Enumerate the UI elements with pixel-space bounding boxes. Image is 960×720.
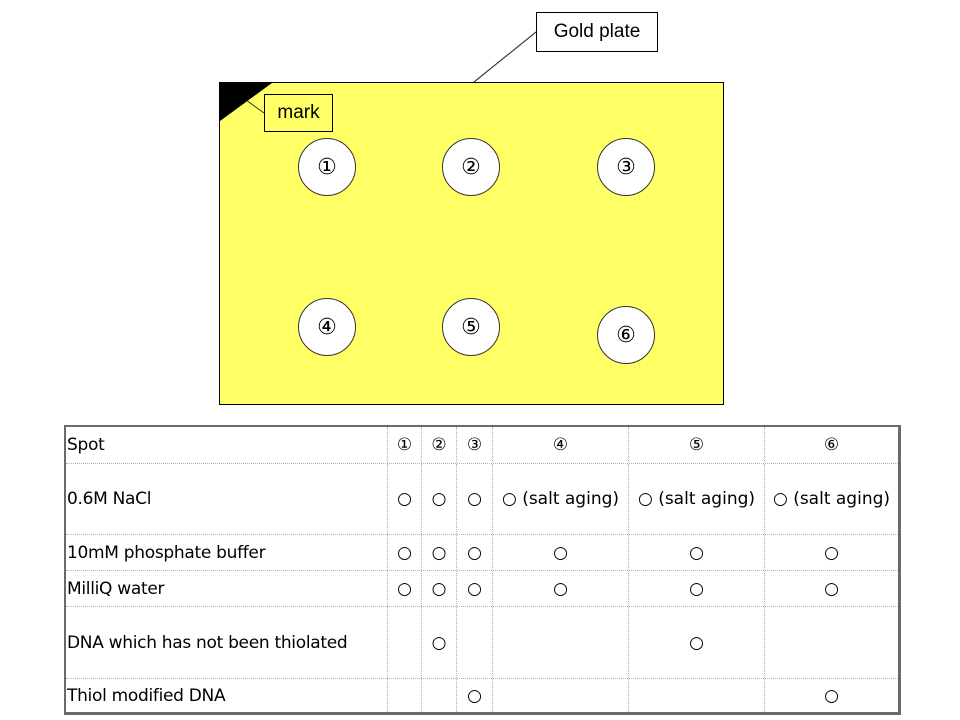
table-cell — [388, 607, 422, 678]
table-cell: ○ — [457, 535, 493, 570]
header-spot-1: ① — [388, 427, 422, 463]
table-row: 0.6M NaCl ○ ○ ○ ○ (salt aging) ○ (salt a… — [66, 464, 898, 535]
header-label: Spot — [66, 427, 388, 463]
table-cell: ○ — [388, 535, 422, 570]
table-cell: ○ — [629, 571, 765, 606]
spot-3: ③ — [597, 138, 655, 196]
spot-1: ① — [298, 138, 356, 196]
table-cell: ○ (salt aging) — [772, 489, 891, 509]
table-cell — [388, 679, 422, 712]
table-row: DNA which has not been thiolated ○ ○ — [66, 607, 898, 679]
table-row: Thiol modified DNA ○ ○ — [66, 679, 898, 712]
table-cell: ○ — [824, 578, 839, 599]
row-label: 10mM phosphate buffer — [66, 535, 388, 570]
header-spot-4: ④ — [493, 427, 629, 463]
table-cell — [629, 679, 765, 712]
table-cell: ○ — [493, 571, 629, 606]
header-spot-3: ③ — [457, 427, 493, 463]
table-cell: ○ — [422, 571, 457, 606]
header-spot-5: ⑤ — [629, 427, 765, 463]
table-cell: ○ — [457, 464, 493, 534]
conditions-table: Spot ① ② ③ ④ ⑤ ⑥ 0.6M NaCl ○ ○ ○ ○ (salt… — [64, 425, 901, 715]
mark-triangle — [220, 83, 272, 121]
table-cell: ○ — [824, 542, 839, 563]
header-spot-6: ⑥ — [823, 435, 840, 455]
table-cell — [765, 607, 898, 678]
table-row: 10mM phosphate buffer ○ ○ ○ ○ ○ ○ — [66, 535, 898, 571]
table-cell: ○ — [422, 607, 457, 678]
gold-plate-label: Gold plate — [536, 12, 658, 52]
mark-label: mark — [264, 94, 333, 132]
table-cell: ○ — [422, 464, 457, 534]
spot-5: ⑤ — [442, 298, 500, 356]
row-label: MilliQ water — [66, 571, 388, 606]
table-cell: ○ — [388, 571, 422, 606]
table-cell: ○ — [493, 535, 629, 570]
table-cell — [457, 607, 493, 678]
spot-4: ④ — [298, 298, 356, 356]
table-cell: ○ — [457, 571, 493, 606]
table-cell — [493, 607, 629, 678]
table-cell — [493, 679, 629, 712]
header-spot-2: ② — [422, 427, 457, 463]
mark-leader — [245, 99, 265, 114]
table-cell — [422, 679, 457, 712]
table-cell: ○ — [824, 685, 839, 706]
spot-6: ⑥ — [597, 306, 655, 364]
table-cell: ○ — [422, 535, 457, 570]
leader-lines-overlay — [245, 31, 537, 114]
row-label: 0.6M NaCl — [66, 464, 388, 534]
table-cell: ○ (salt aging) — [629, 464, 765, 534]
table-row: MilliQ water ○ ○ ○ ○ ○ ○ — [66, 571, 898, 607]
table-cell: ○ — [629, 535, 765, 570]
row-label: Thiol modified DNA — [66, 679, 388, 712]
gold-plate-leader — [473, 31, 537, 83]
row-label: DNA which has not been thiolated — [66, 607, 388, 678]
spot-2: ② — [442, 138, 500, 196]
table-cell: ○ — [388, 464, 422, 534]
table-cell: ○ (salt aging) — [493, 464, 629, 534]
table-header-row: Spot ① ② ③ ④ ⑤ ⑥ — [66, 427, 898, 464]
table-cell: ○ — [629, 607, 765, 678]
table-cell: ○ — [457, 679, 493, 712]
